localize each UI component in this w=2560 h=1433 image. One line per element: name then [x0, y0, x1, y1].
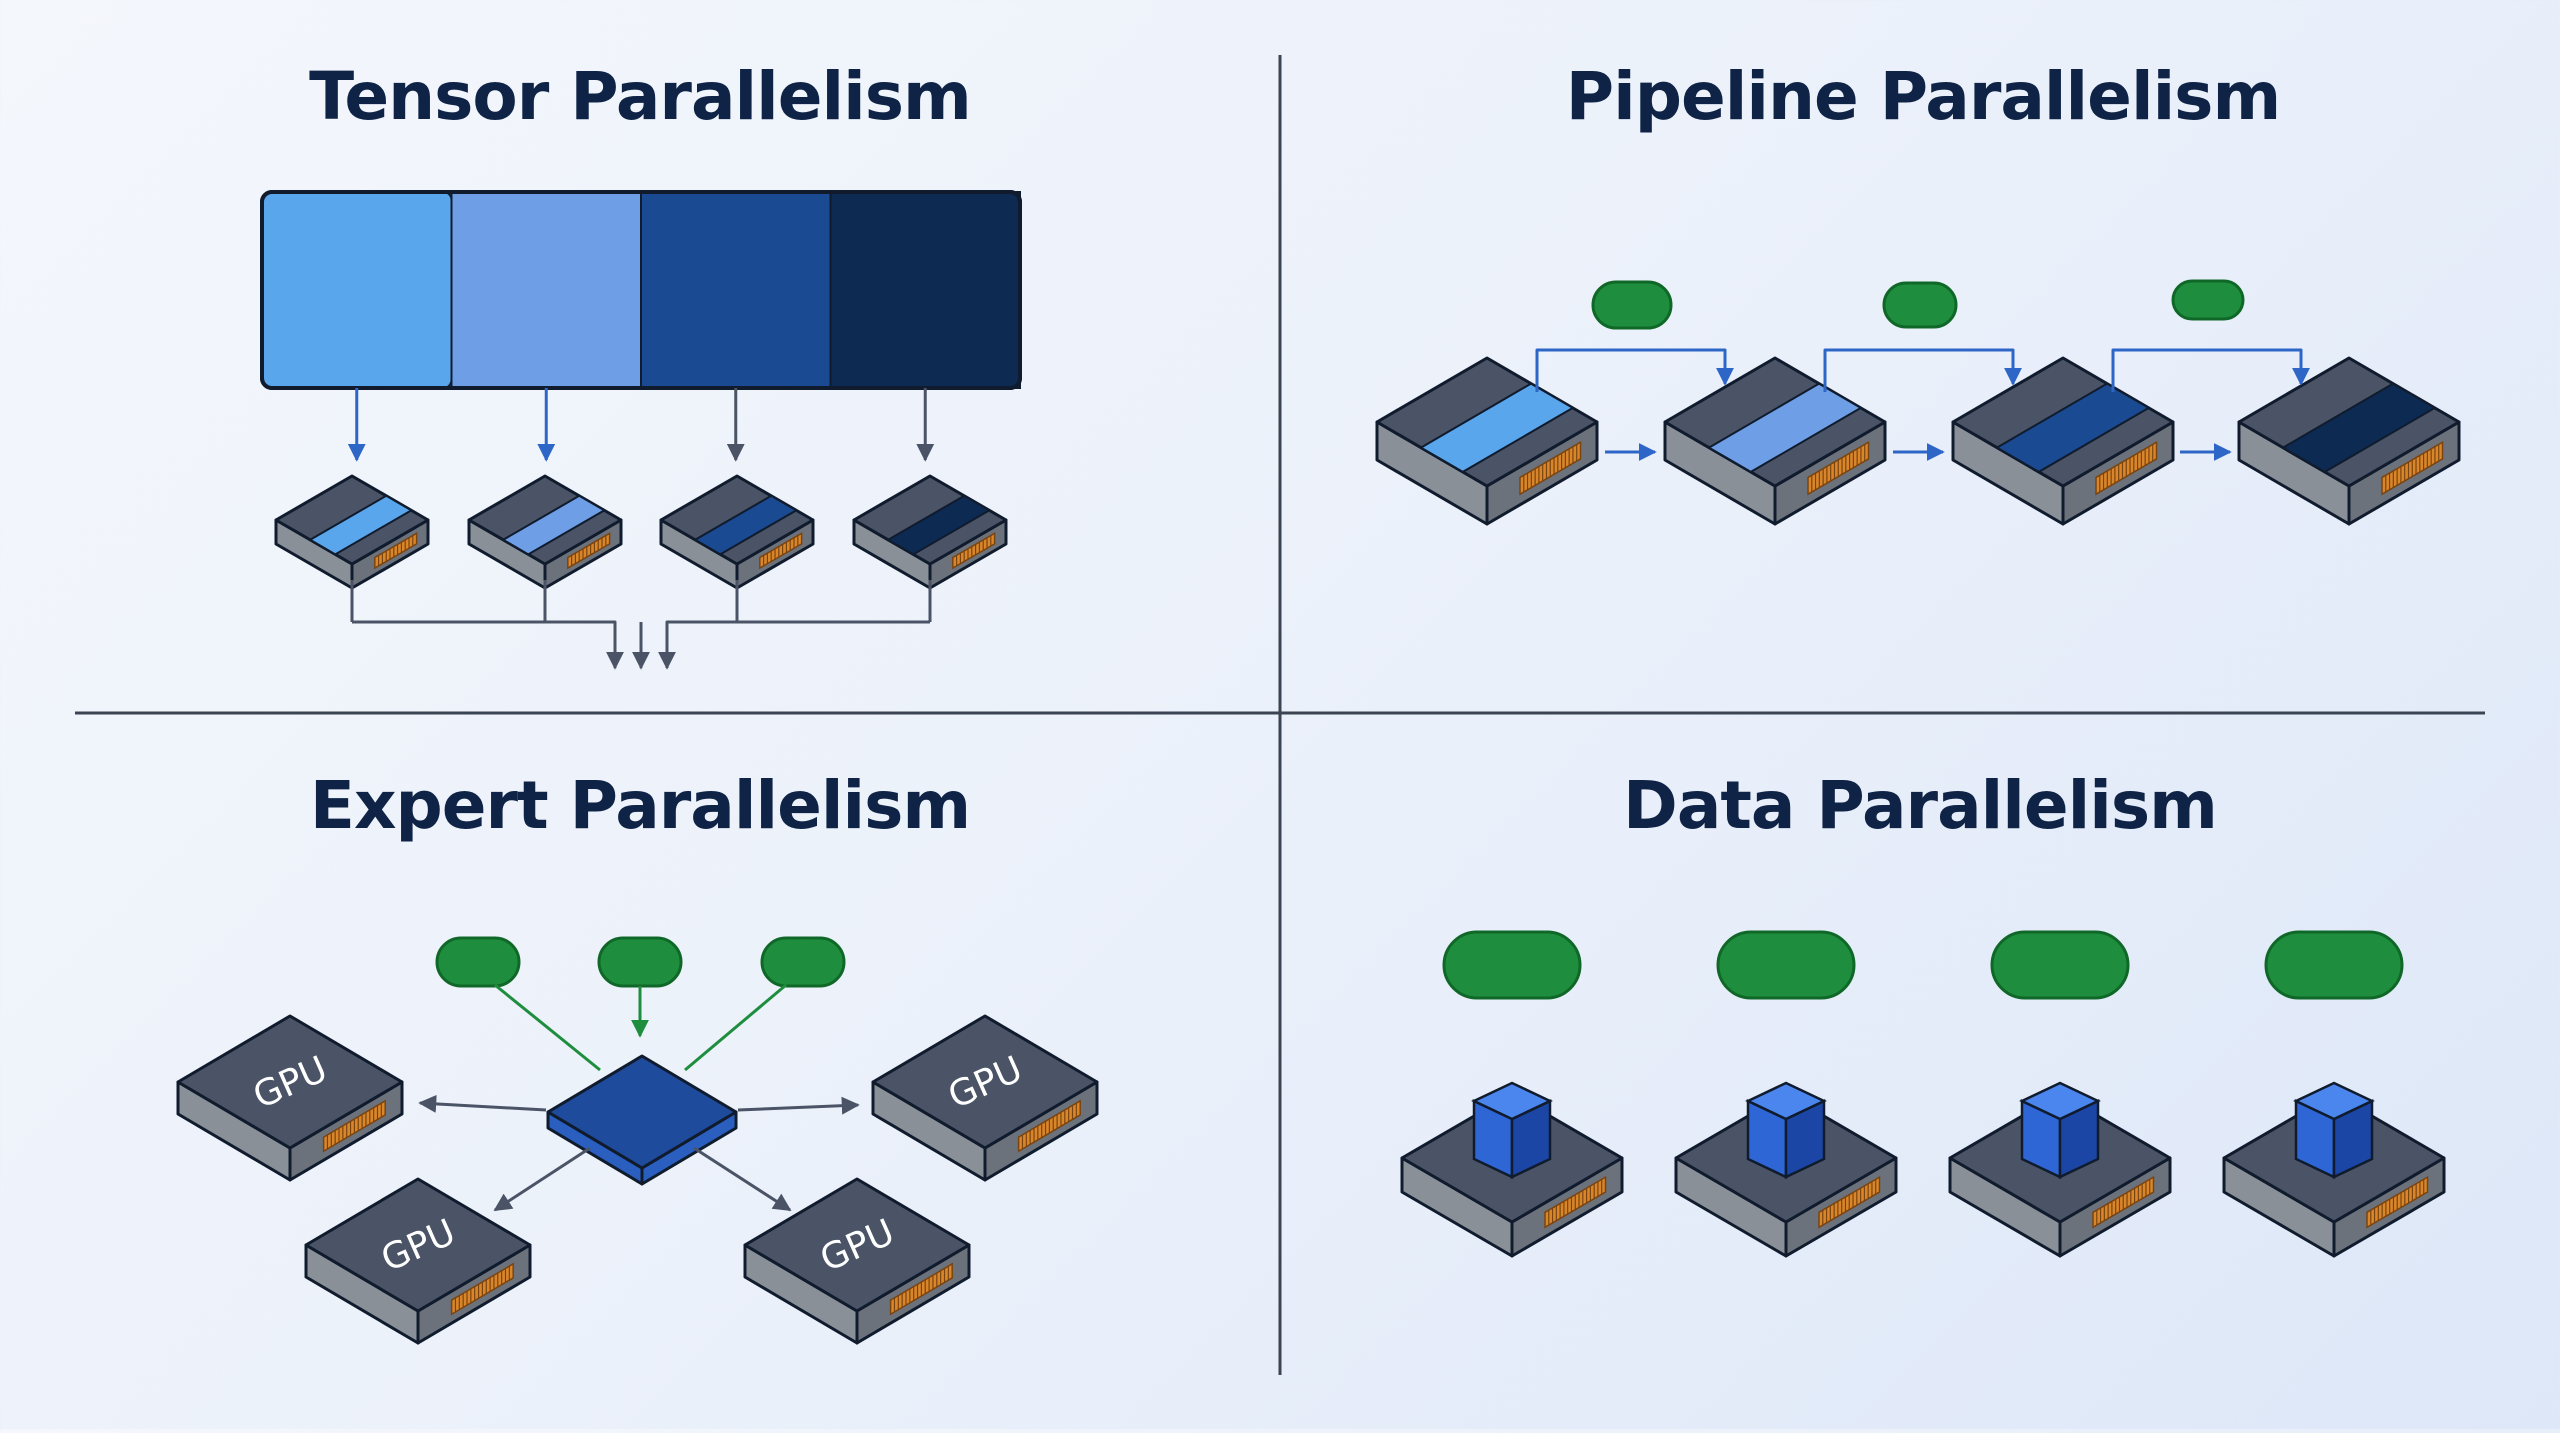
data-batch-3: [1990, 930, 2130, 1000]
tensor-parallelism-panel: [260, 190, 1022, 670]
replica-cube-icon: [1745, 1081, 1827, 1179]
arrow-path: [1535, 348, 1734, 392]
router-tile-icon: [546, 1054, 738, 1186]
title-data-parallelism: Data Parallelism: [1623, 767, 2218, 844]
arrow: [737, 1096, 860, 1115]
arrow: [418, 1094, 547, 1113]
pipeline-stage-1: [1375, 356, 1599, 526]
chip-top: [546, 1054, 738, 1170]
pipeline-parallelism-panel: [1375, 279, 2461, 526]
data-token-icon: [760, 936, 846, 988]
data-token-icon: [1442, 930, 1582, 1000]
expert-gpu-4: GPU: [743, 1177, 971, 1345]
expert-gpu-2: GPU: [871, 1014, 1099, 1182]
tensor-matrix-outline: [260, 190, 1022, 390]
data-batch-2: [1716, 930, 1856, 1000]
title-pipeline-parallelism: Pipeline Parallelism: [1565, 58, 2282, 135]
chip-top: [304, 1177, 532, 1313]
chip-shard-strip: [1995, 382, 2151, 474]
chip-top: [176, 1014, 404, 1150]
chip-shard-strip: [1419, 382, 1575, 474]
data-batch-1: [1442, 930, 1582, 1000]
chip-shard-strip: [501, 494, 607, 556]
data-token-icon: [597, 936, 683, 988]
tensor-gpu-3: [659, 474, 815, 590]
data-token-icon: [1591, 280, 1673, 330]
chip-top: [743, 1177, 971, 1313]
cube-top: [1745, 1081, 1827, 1121]
replica-cube-icon: [1471, 1081, 1553, 1179]
chip-shard-strip: [2281, 382, 2437, 474]
data-token-icon: [1716, 930, 1856, 1000]
chip-top: [871, 1014, 1099, 1150]
pipeline-stage-3: [1951, 356, 2175, 526]
data-token-icon: [2264, 930, 2404, 1000]
arrow-path: [1823, 348, 2022, 392]
expert-token-3: [760, 936, 846, 988]
arrow: [684, 983, 787, 1072]
arrow: [693, 1146, 792, 1212]
replica-cube-icon: [2293, 1081, 2375, 1179]
data-parallelism-panel: [1400, 930, 2446, 1258]
cube-top: [1471, 1081, 1553, 1121]
tensor-shard-1: [261, 191, 453, 389]
data-batch-4: [2264, 930, 2404, 1000]
cube-top: [2019, 1081, 2101, 1121]
pipeline-stage-2: [1663, 356, 1887, 526]
arrow-path: [2111, 348, 2310, 392]
chip-connector: [759, 532, 803, 570]
expert-token-1: [435, 936, 521, 988]
pipeline-microbatch-1: [1591, 280, 1673, 330]
cube-top: [2293, 1081, 2375, 1121]
data-gpu-1: [1400, 1081, 1624, 1258]
data-gpu-4: [2222, 1081, 2446, 1258]
data-gpu-3: [1948, 1081, 2172, 1258]
data-gpu-2: [1674, 1081, 1898, 1258]
chip-connector: [952, 532, 996, 570]
expert-token-2: [597, 936, 683, 988]
tensor-shard-2: [450, 191, 642, 389]
tensor-shard-3: [640, 191, 832, 389]
chip-shard-strip: [886, 494, 992, 556]
data-token-icon: [435, 936, 521, 988]
arrow: [493, 1146, 591, 1212]
tensor-shard-4: [829, 191, 1021, 389]
pipeline-stage-4: [2237, 356, 2461, 526]
data-token-icon: [1990, 930, 2130, 1000]
data-token-icon: [2171, 279, 2245, 321]
expert-gpu-3: GPU: [304, 1177, 532, 1345]
pipeline-microbatch-3: [2171, 279, 2245, 321]
data-token-icon: [1882, 281, 1958, 329]
arrow: [494, 983, 601, 1072]
chip-shard-strip: [308, 494, 414, 556]
chip-connector: [567, 532, 611, 570]
chip-shard-strip: [693, 494, 799, 556]
tensor-gpu-4: [852, 474, 1008, 590]
arrow-path: [352, 620, 624, 670]
title-tensor-parallelism: Tensor Parallelism: [309, 58, 972, 135]
expert-gpu-1: GPU: [176, 1014, 404, 1182]
title-expert-parallelism: Expert Parallelism: [309, 767, 971, 844]
replica-cube-icon: [2019, 1081, 2101, 1179]
chip-connector: [374, 532, 418, 570]
quadrant-dividers: [75, 55, 2485, 1375]
tensor-gpu-2: [467, 474, 623, 590]
pipeline-microbatch-2: [1882, 281, 1958, 329]
arrow-path: [658, 620, 930, 670]
chip-shard-strip: [1707, 382, 1863, 474]
tensor-gpu-1: [274, 474, 430, 590]
